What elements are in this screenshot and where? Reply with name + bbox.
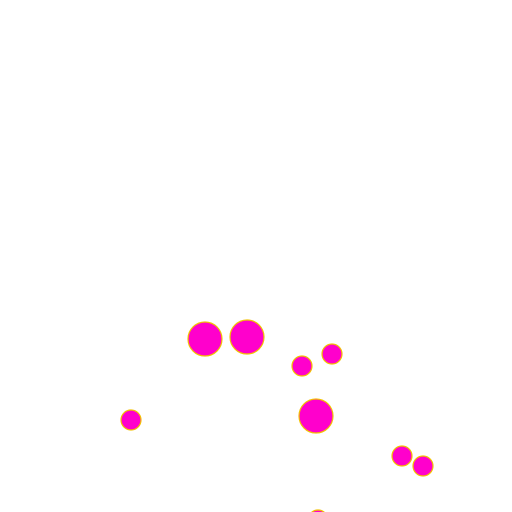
dot-small-center-left (291, 355, 313, 377)
dot-small-left (120, 409, 142, 431)
dot-small-lower-right-1 (391, 445, 413, 467)
dots-layer (120, 319, 434, 512)
dot-large-left (187, 321, 223, 357)
dot-small-lower-right-2 (412, 455, 434, 477)
dot-small-center-right (321, 343, 343, 365)
dot-large-right (229, 319, 265, 355)
dot-large-center (298, 398, 334, 434)
